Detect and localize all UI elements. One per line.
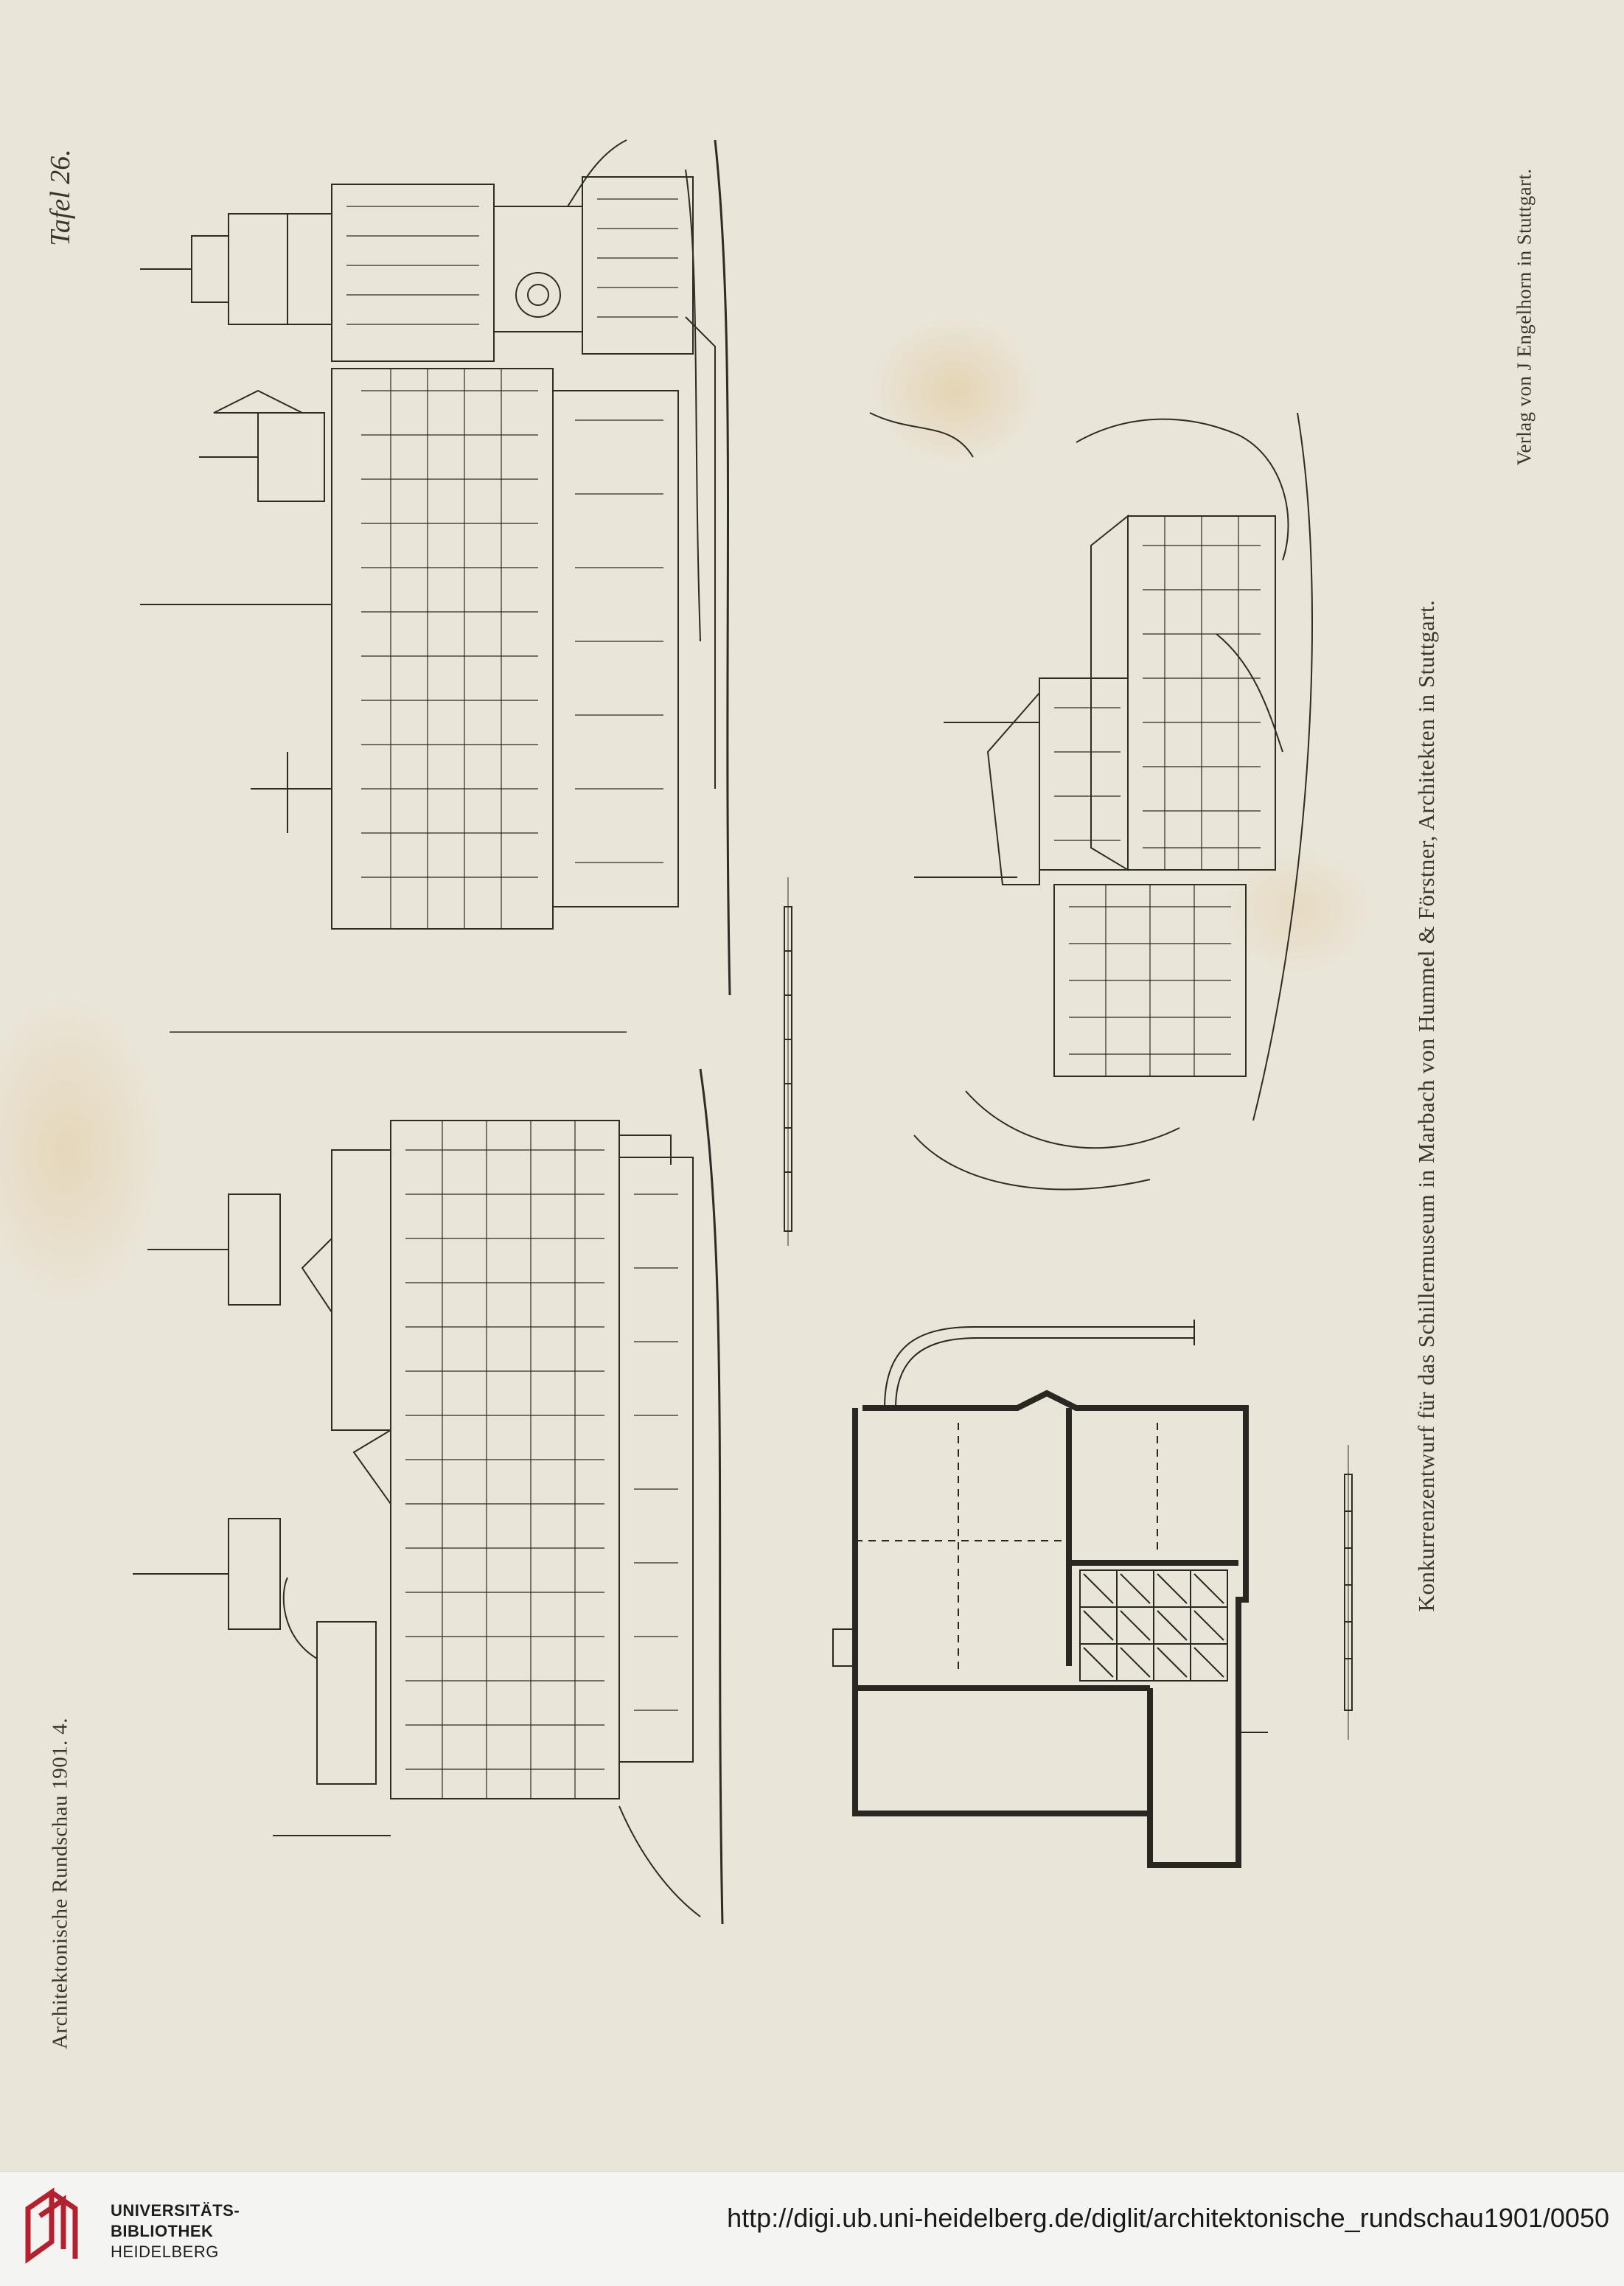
- library-logo-line2: BIBLIOTHEK: [111, 2222, 214, 2240]
- plate-number: Tafel 26.: [45, 149, 76, 246]
- floor-plan: [832, 1320, 1268, 1868]
- plate-page: Tafel 26. Konkurrenzentwurf für das Schi…: [0, 139, 1536, 2049]
- footer-bar: UNIVERSITÄTS- BIBLIOTHEK HEIDELBERG http…: [0, 2171, 1624, 2286]
- perspective-drawing: [869, 412, 1313, 1191]
- plate-caption: Konkurrenzentwurf für das Schillermuseum…: [1413, 599, 1439, 1612]
- scale-bar-upper: [784, 877, 792, 1246]
- scale-bar-lower: [1344, 1445, 1353, 1740]
- library-logo-line1: UNIVERSITÄTS-: [111, 2201, 240, 2220]
- elevation-drawing-lower: [133, 1068, 724, 1925]
- elevation-drawing-upper: [140, 139, 731, 1033]
- journal-line: Architektonische Rundschau 1901. 4.: [48, 1718, 72, 2049]
- library-logo-line3: HEIDELBERG: [111, 2243, 219, 2261]
- source-url-link[interactable]: http://digi.ub.uni-heidelberg.de/diglit/…: [727, 2203, 1609, 2233]
- library-logo-icon: [25, 2187, 78, 2264]
- publisher-line: Verlag von J Engelhorn in Stuttgart.: [1513, 168, 1536, 466]
